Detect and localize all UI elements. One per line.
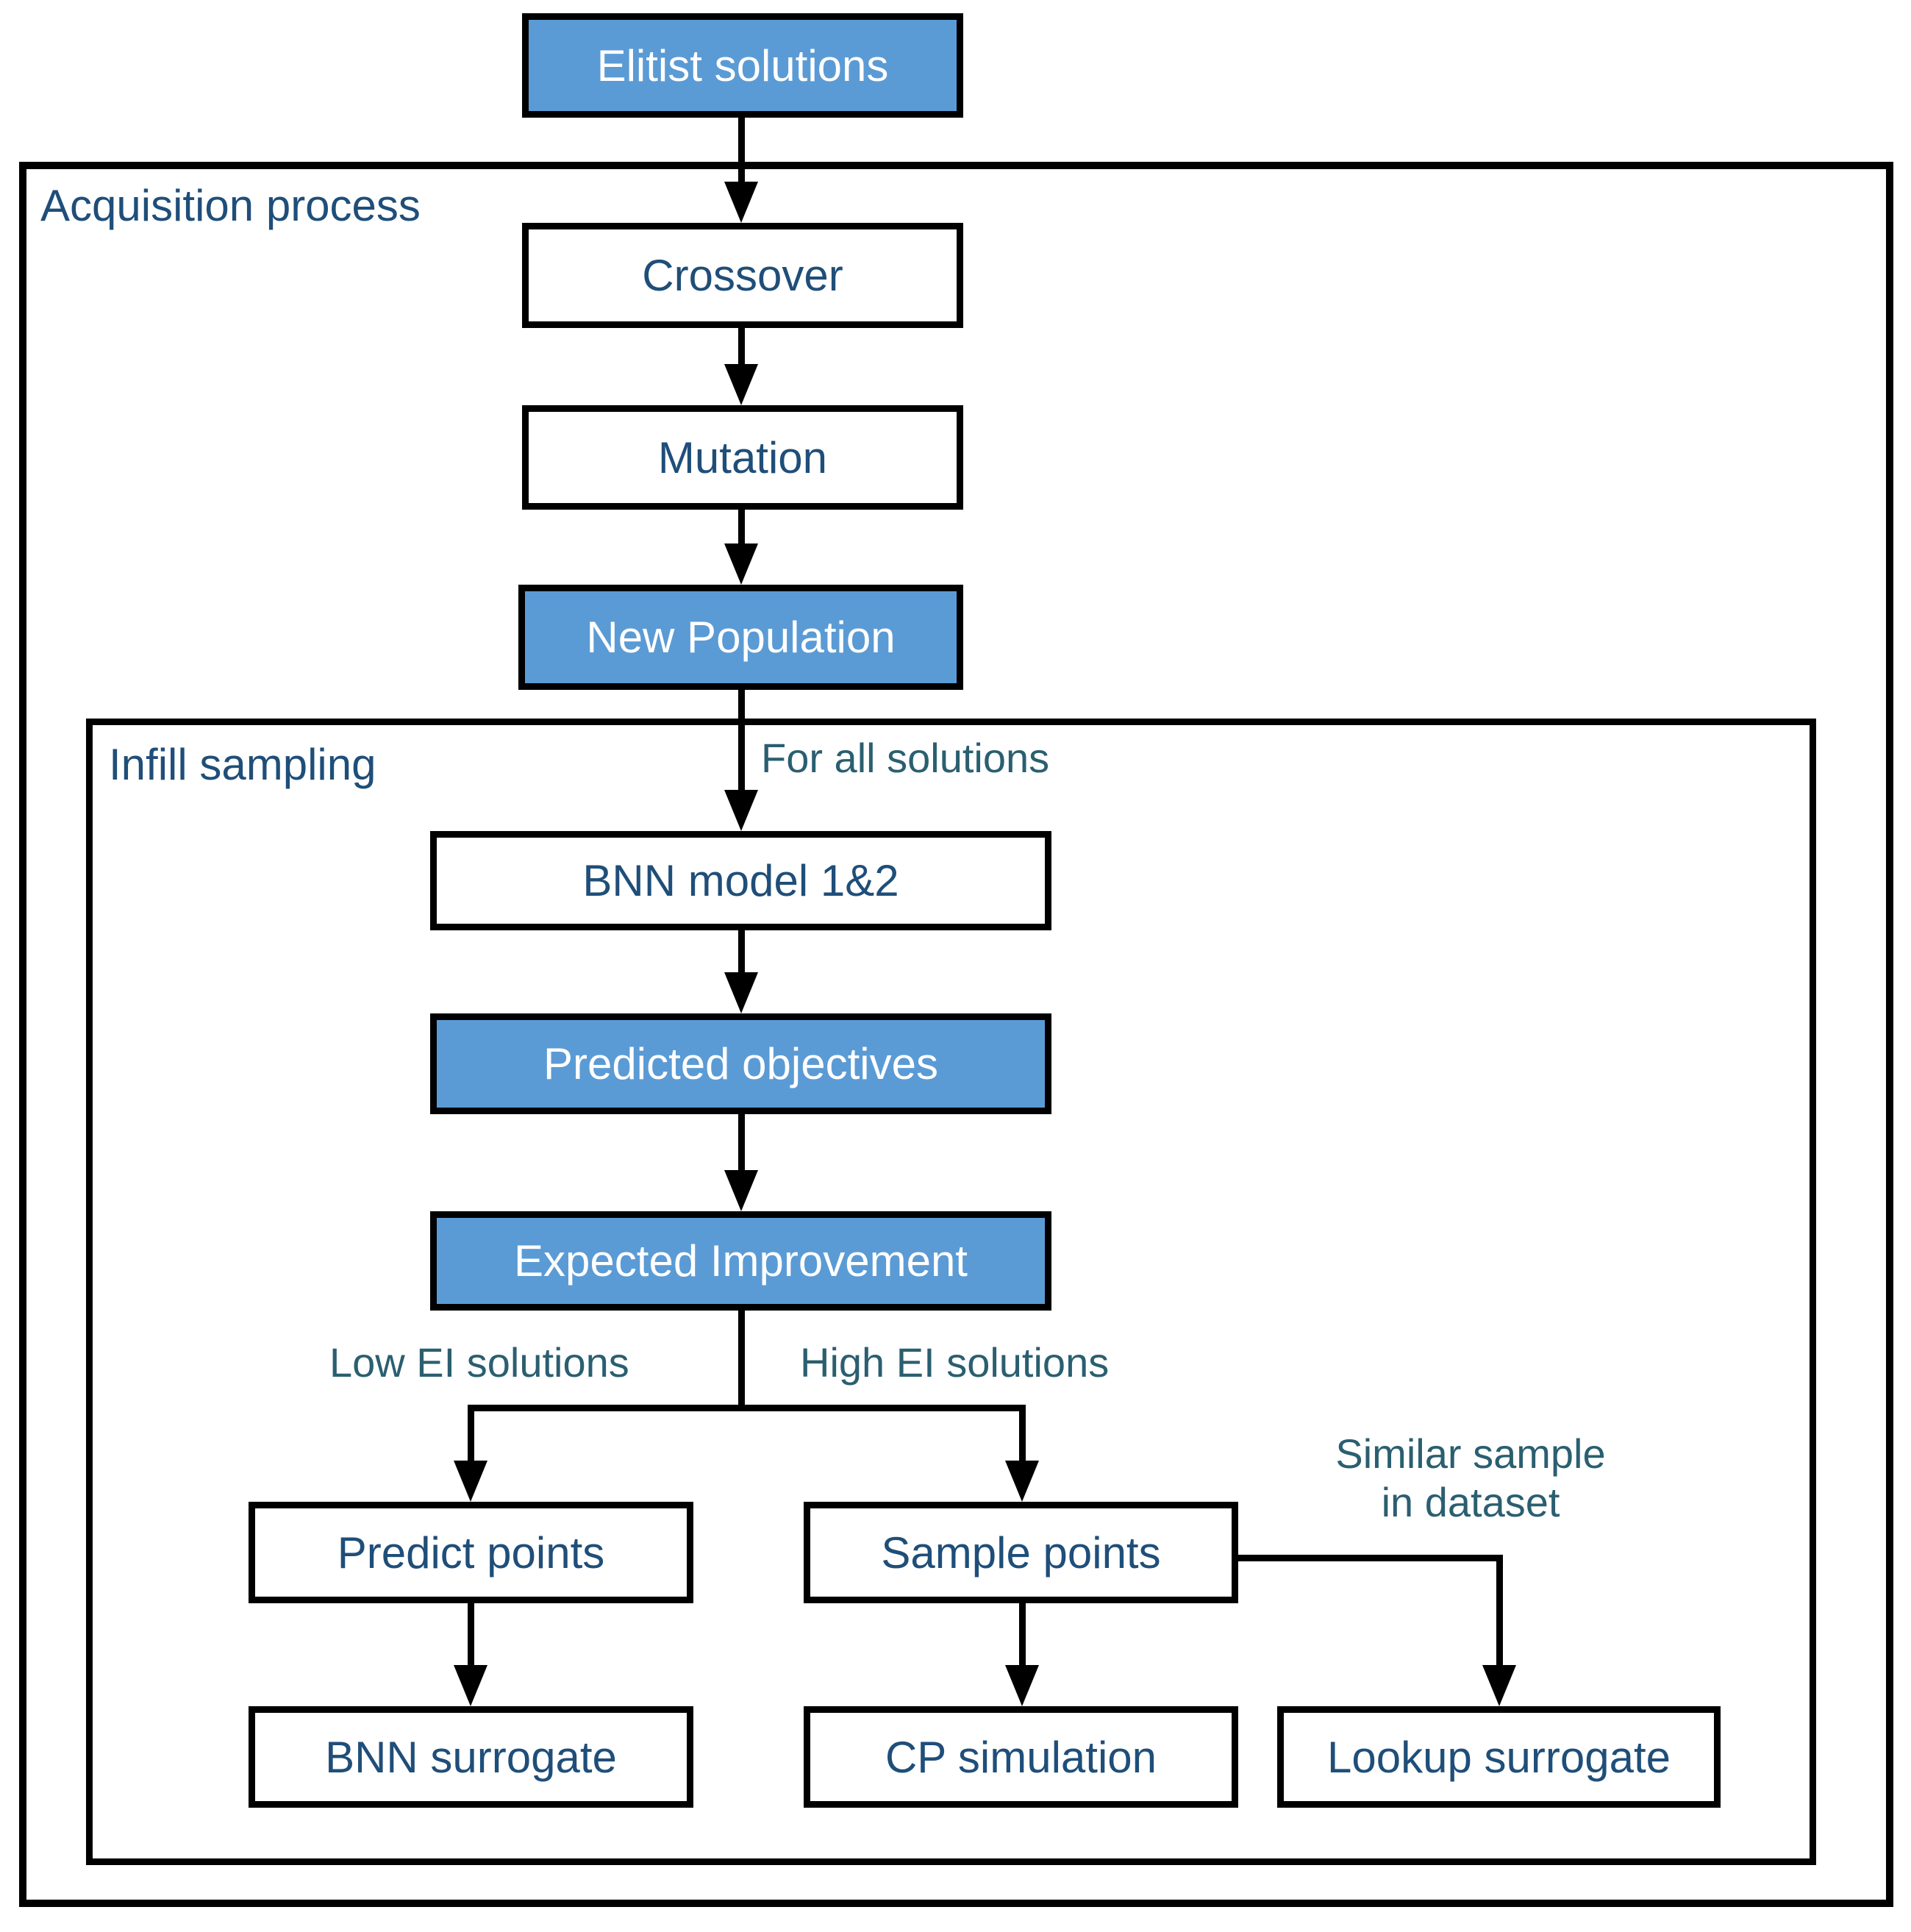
annotation-low-ei-solutions: Low EI solutions (329, 1339, 629, 1386)
node-expected-improvement-label: Expected Improvement (514, 1236, 968, 1286)
node-bnn-surrogate-label: BNN surrogate (325, 1732, 617, 1782)
node-sample-points: Sample points (804, 1502, 1238, 1603)
arrow-predicted-objectives-to-expected-improvement (738, 1114, 745, 1174)
split-horizontal-line (468, 1405, 1026, 1411)
node-expected-improvement: Expected Improvement (430, 1211, 1051, 1311)
arrow-new-population-to-bnn-model (738, 690, 745, 794)
infill-sampling-label: Infill sampling (109, 740, 376, 789)
node-predict-points: Predict points (249, 1502, 693, 1603)
node-lookup-surrogate: Lookup surrogate (1277, 1706, 1721, 1808)
annotation-similar-sample-line2: in dataset (1381, 1479, 1560, 1526)
node-crossover-label: Crossover (642, 251, 843, 300)
node-elitist-solutions-label: Elitist solutions (596, 40, 889, 90)
arrowhead-down-icon (724, 543, 758, 585)
node-mutation: Mutation (522, 405, 963, 510)
acquisition-process-label: Acquisition process (40, 181, 421, 230)
node-bnn-surrogate: BNN surrogate (249, 1706, 693, 1808)
arrowhead-down-icon (1005, 1461, 1039, 1502)
node-new-population: New Population (518, 585, 963, 690)
arrow-bnn-model-to-predicted-objectives (738, 930, 745, 977)
node-sample-points-label: Sample points (881, 1528, 1161, 1578)
node-mutation-label: Mutation (657, 432, 828, 482)
arrowhead-down-icon (724, 972, 758, 1013)
infill-sampling-container (86, 719, 1816, 1865)
arrowhead-down-icon (724, 1170, 758, 1211)
annotation-similar-sample-line1: Similar sample (1335, 1430, 1606, 1477)
arrowhead-down-icon (724, 364, 758, 405)
node-cp-simulation-label: CP simulation (885, 1732, 1157, 1782)
node-bnn-model-1-2: BNN model 1&2 (430, 831, 1051, 930)
arrow-predict-points-to-bnn-surrogate (468, 1603, 474, 1668)
arrow-elitist-to-crossover (738, 118, 745, 186)
arrowhead-down-icon (724, 790, 758, 831)
annotation-similar-sample-in-dataset: Similar sample in dataset (1287, 1430, 1654, 1527)
node-new-population-label: New Population (586, 613, 896, 662)
arrowhead-down-icon (724, 182, 758, 223)
arrowhead-down-icon (454, 1461, 487, 1502)
elbow-sample-points-to-lookup-horizontal (1238, 1555, 1503, 1561)
arrowhead-down-icon (1482, 1665, 1516, 1706)
node-bnn-model-1-2-label: BNN model 1&2 (582, 856, 899, 905)
annotation-for-all-solutions: For all solutions (761, 735, 1050, 781)
node-lookup-surrogate-label: Lookup surrogate (1327, 1732, 1671, 1782)
split-stem-line (738, 1311, 745, 1411)
annotation-high-ei-solutions: High EI solutions (800, 1339, 1110, 1386)
node-crossover: Crossover (522, 223, 963, 328)
arrowhead-down-icon (454, 1665, 487, 1706)
arrow-split-to-predict-points (468, 1405, 474, 1464)
elbow-sample-points-to-lookup-vertical (1496, 1555, 1503, 1668)
arrowhead-down-icon (1005, 1665, 1039, 1706)
arrow-crossover-to-mutation (738, 328, 745, 368)
node-predict-points-label: Predict points (337, 1528, 605, 1578)
acquisition-process-container (19, 162, 1893, 1907)
arrow-sample-points-to-cp-simulation (1019, 1603, 1026, 1668)
arrow-mutation-to-new-population (738, 510, 745, 548)
arrow-split-to-sample-points (1019, 1405, 1026, 1464)
node-cp-simulation: CP simulation (804, 1706, 1238, 1808)
node-predicted-objectives-label: Predicted objectives (543, 1039, 938, 1088)
node-predicted-objectives: Predicted objectives (430, 1013, 1051, 1114)
node-elitist-solutions: Elitist solutions (522, 13, 963, 118)
